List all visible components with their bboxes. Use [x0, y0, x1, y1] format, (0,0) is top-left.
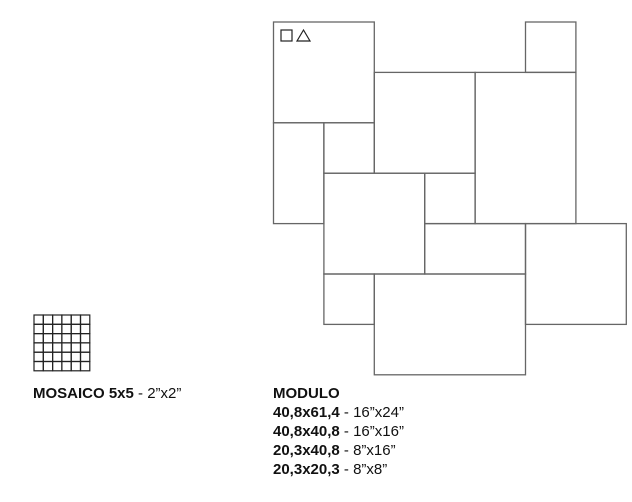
mosaic-cell: [33, 360, 44, 372]
tile-layout-pattern: [272, 21, 627, 376]
mosaic-cell: [52, 333, 63, 344]
size-row: 40,8x40,8 - 16”x16”: [273, 423, 404, 440]
mosaic-cell: [52, 342, 63, 353]
size-imperial: 16”x24”: [353, 404, 404, 421]
tile: [424, 222, 527, 275]
mosaic-cell: [70, 351, 82, 363]
size-row: 40,8x61,4 - 16”x24”: [273, 404, 404, 421]
mosaic-cell: [33, 323, 44, 335]
mosaic-cell: [70, 323, 82, 335]
mosaic-cell: [33, 351, 44, 363]
mosaic-cell: [52, 314, 63, 325]
mosaic-cell: [70, 342, 82, 353]
tile: [524, 21, 577, 74]
mosaic-cell: [70, 360, 82, 372]
tile: [272, 122, 325, 225]
mosaic-cell: [61, 323, 72, 335]
mosaic-cell: [33, 314, 44, 325]
mosaic-cell: [42, 314, 54, 325]
size-metric: 20,3x40,8: [273, 442, 340, 459]
size-imperial: 16”x16”: [353, 423, 404, 440]
mosaic-cell: [42, 323, 54, 335]
mosaic-cell: [52, 351, 63, 363]
mosaic-cell: [61, 351, 72, 363]
mosaic-cell: [61, 314, 72, 325]
modulo-sizes: MODULO 40,8x61,4 - 16”x24” 40,8x40,8 - 1…: [273, 384, 404, 479]
mosaic-cell: [61, 360, 72, 372]
square-icon: [280, 29, 293, 42]
mosaic-cell: [79, 314, 91, 325]
mosaic-cell: [61, 333, 72, 344]
tile: [323, 122, 375, 174]
modulo-title: MODULO: [273, 385, 340, 402]
mosaic-cell: [42, 342, 54, 353]
mosaic-cell: [33, 333, 44, 344]
tile: [373, 71, 476, 174]
tile: [272, 21, 375, 124]
tile: [373, 273, 527, 376]
size-imperial: 8”x8”: [353, 461, 388, 478]
tile: [524, 222, 627, 326]
size-metric: 20,3x20,3: [273, 461, 340, 478]
mosaic-cell: [61, 342, 72, 353]
tile: [323, 273, 375, 326]
mosaic-cell: [79, 333, 91, 344]
mosaic-size: 2”x2”: [147, 385, 182, 402]
mosaic-cell: [70, 314, 82, 325]
mosaic-cell: [52, 323, 63, 335]
mosaic-cell: [79, 351, 91, 363]
mosaic-cell: [70, 333, 82, 344]
size-row: 20,3x20,3 - 8”x8”: [273, 461, 388, 478]
mosaic-cell: [42, 351, 54, 363]
mosaic-cell: [42, 360, 54, 372]
mosaic-name: MOSAICO 5x5: [33, 385, 134, 402]
triangle-icon: [295, 28, 312, 42]
mosaic-label: MOSAICO 5x5 - 2”x2”: [33, 385, 182, 402]
mosaic-cell: [42, 333, 54, 344]
size-metric: 40,8x40,8: [273, 423, 340, 440]
mosaic-cell: [79, 360, 91, 372]
mosaic-cell: [33, 342, 44, 353]
tile: [424, 172, 476, 225]
size-metric: 40,8x61,4: [273, 404, 340, 421]
size-imperial: 8”x16”: [353, 442, 396, 459]
mosaic-cell: [79, 323, 91, 335]
mosaic-cell: [79, 342, 91, 353]
tile: [474, 71, 577, 225]
mosaic-cell: [52, 360, 63, 372]
mosaic-grid-icon: [33, 314, 91, 372]
size-row: 20,3x40,8 - 8”x16”: [273, 442, 396, 459]
tile: [323, 172, 426, 275]
